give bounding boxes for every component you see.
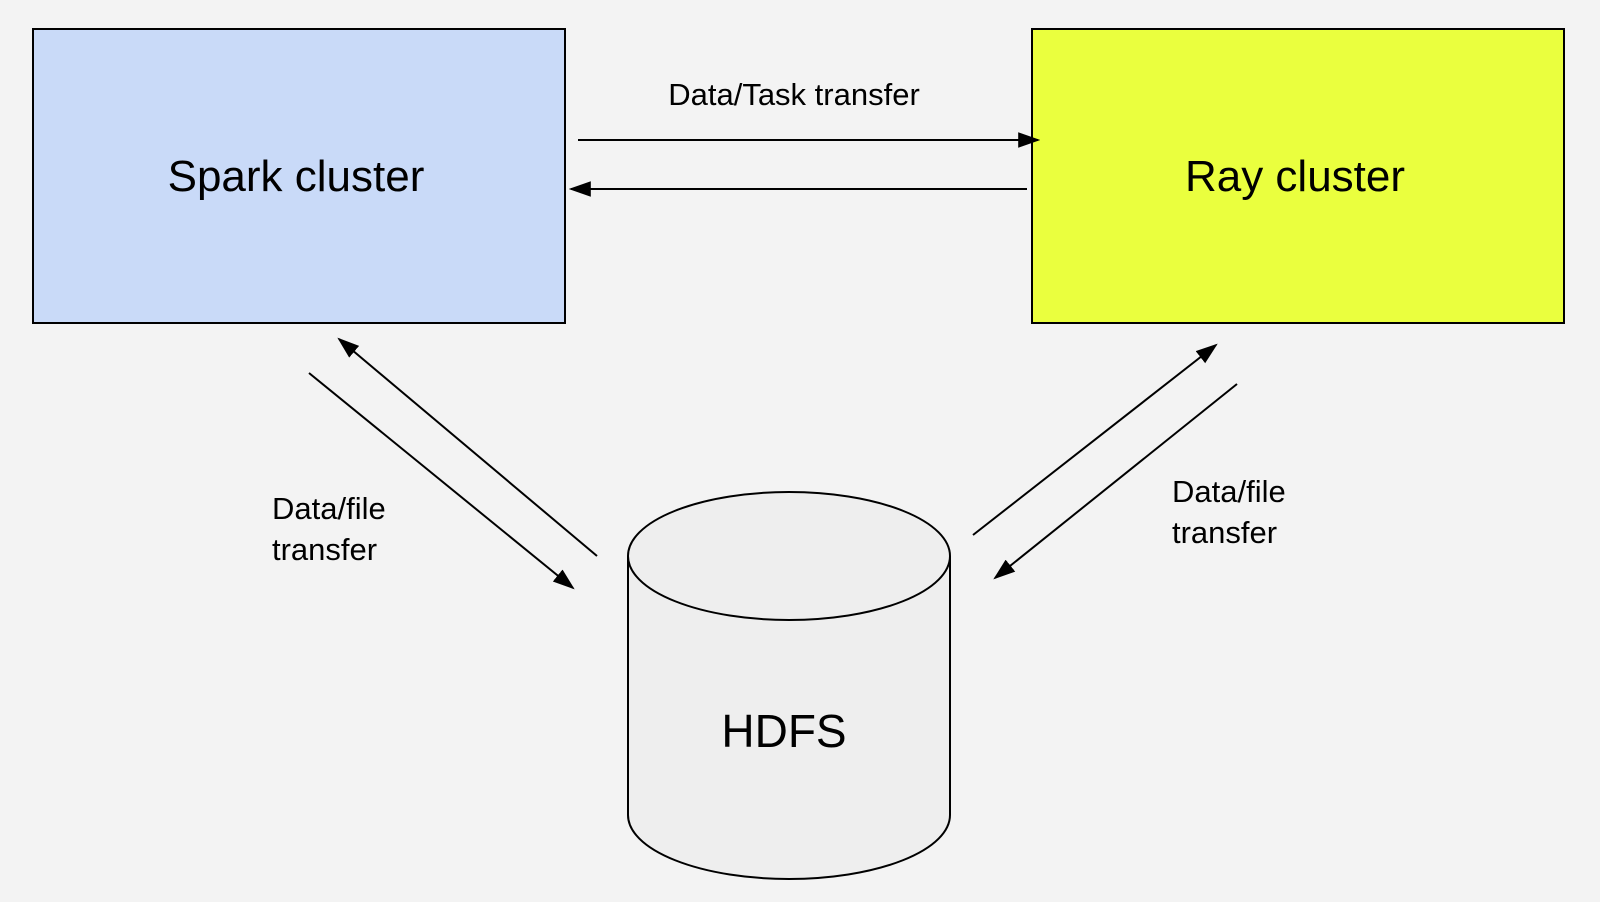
arrow-ray-to-hdfs xyxy=(993,383,1238,580)
left-edge-label: Data/file transfer xyxy=(272,491,394,567)
left-edge-label-line1: Data/file xyxy=(272,491,386,526)
top-edge-label: Data/Task transfer xyxy=(668,77,920,112)
hdfs-cylinder-top xyxy=(627,491,951,621)
hdfs-node: HDFS xyxy=(627,491,951,880)
right-edge-label-line1: Data/file xyxy=(1172,474,1286,509)
ray-cluster-box xyxy=(1031,28,1565,324)
left-edge-label-line2: transfer xyxy=(272,532,377,567)
ray-cluster-node: Ray cluster xyxy=(1031,28,1565,324)
arrow-hdfs-to-ray xyxy=(972,343,1218,536)
hdfs-label: HDFS xyxy=(721,705,846,757)
arrow-hdfs-to-spark xyxy=(337,337,598,557)
right-edge-label-line2: transfer xyxy=(1172,515,1277,550)
spark-cluster-box xyxy=(32,28,566,324)
spark-cluster-node: Spark cluster xyxy=(32,28,566,324)
arrow-spark-to-hdfs xyxy=(308,372,575,590)
spark-cluster-label: Spark cluster xyxy=(168,152,425,201)
right-edge-label: Data/file transfer xyxy=(1172,474,1294,550)
ray-cluster-label: Ray cluster xyxy=(1185,152,1405,201)
hdfs-cylinder-body xyxy=(627,556,951,880)
